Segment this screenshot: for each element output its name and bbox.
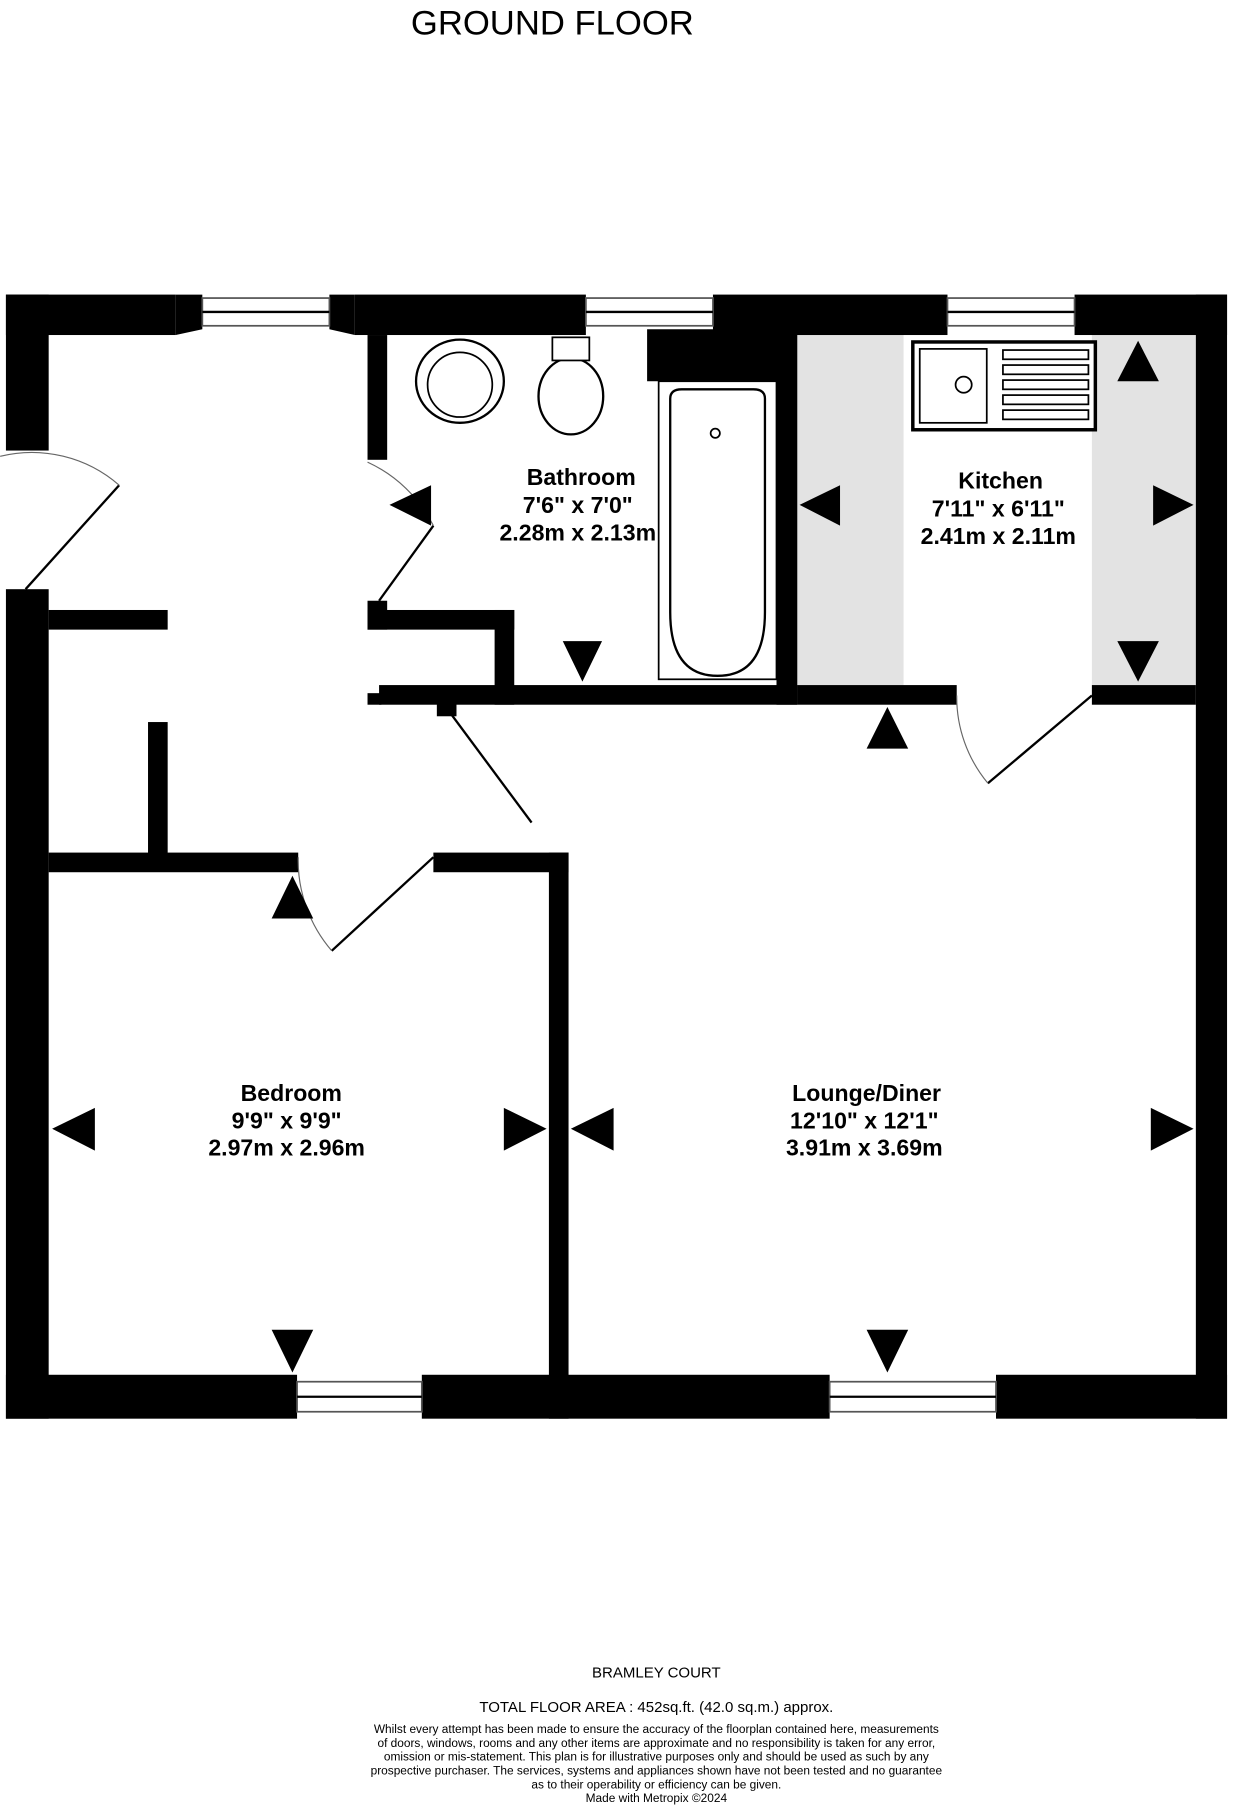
room-size-imperial: 7'11" x 6'11"	[932, 495, 1065, 521]
footer: BRAMLEY COURT TOTAL FLOOR AREA : 452sq.f…	[371, 1664, 943, 1805]
doors	[0, 451, 1093, 952]
room-name: Bedroom	[241, 1080, 342, 1106]
disclaimer-line: of doors, windows, rooms and any other i…	[377, 1736, 935, 1750]
disclaimer-line: prospective purchaser. The services, sys…	[371, 1763, 943, 1777]
room-size-imperial: 12'10" x 12'1"	[790, 1108, 938, 1134]
fixtures	[414, 336, 1098, 681]
disclaimer-line: Whilst every attempt has been made to en…	[374, 1722, 939, 1736]
room-size-imperial: 7'6" x 7'0"	[523, 492, 633, 518]
room-name: Bathroom	[527, 464, 636, 490]
room-bedroom: Bedroom 9'9" x 9'9" 2.97m x 2.96m	[208, 1080, 365, 1160]
property-name: BRAMLEY COURT	[592, 1664, 721, 1681]
floor-title: GROUND FLOOR	[411, 5, 694, 43]
room-size-metric: 2.41m x 2.11m	[921, 523, 1076, 549]
room-size-metric: 2.97m x 2.96m	[208, 1134, 365, 1160]
toilet-icon	[537, 356, 605, 436]
room-kitchen: Kitchen 7'11" x 6'11" 2.41m x 2.11m	[921, 468, 1076, 549]
total-floor-area: TOTAL FLOOR AREA : 452sq.ft. (42.0 sq.m.…	[479, 1699, 833, 1716]
room-size-metric: 2.28m x 2.13m	[499, 520, 656, 546]
room-size-imperial: 9'9" x 9'9"	[232, 1108, 342, 1134]
disclaimer-line: omission or mis-statement. This plan is …	[384, 1750, 929, 1764]
sink-unit-icon	[911, 340, 1098, 432]
walls	[5, 294, 1228, 1419]
bathtub-icon	[657, 380, 778, 681]
room-size-metric: 3.91m x 3.69m	[786, 1134, 943, 1160]
dimension-arrows	[52, 340, 1194, 1373]
disclaimer-line: as to their operability or efficiency ca…	[531, 1777, 781, 1791]
windows	[201, 297, 1076, 1413]
room-bathroom: Bathroom 7'6" x 7'0" 2.28m x 2.13m	[499, 464, 656, 545]
room-name: Lounge/Diner	[792, 1080, 941, 1106]
room-name: Kitchen	[958, 468, 1043, 494]
room-lounge-diner: Lounge/Diner 12'10" x 12'1" 3.91m x 3.69…	[786, 1080, 943, 1160]
credit: Made with Metropix ©2024	[586, 1791, 728, 1805]
